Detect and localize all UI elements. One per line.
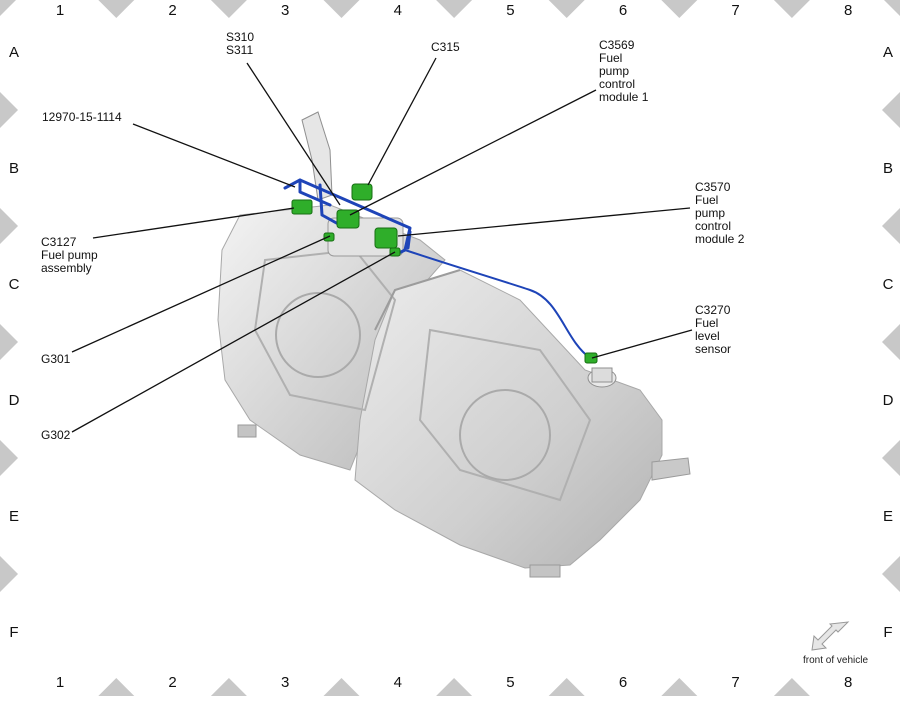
grid-row-label: A (882, 44, 893, 61)
grid-row-label: E (8, 508, 19, 525)
grid-marker (882, 556, 900, 592)
grid-marker (436, 0, 473, 18)
grid-column-label: 1 (55, 2, 65, 19)
grid-row-label: F (883, 624, 893, 641)
grid-column-label: 5 (506, 674, 515, 691)
grid-marker (661, 0, 698, 18)
grid-column-label: 4 (393, 674, 402, 691)
label-c3569: C3569 Fuel pump control module 1 (599, 38, 649, 104)
grid-column-label: 7 (731, 2, 740, 19)
grid-marker (0, 0, 16, 16)
grid-marker (98, 678, 135, 696)
grid-marker (773, 0, 810, 18)
grid-row-label: A (8, 44, 19, 61)
grid-column-label: 6 (618, 674, 628, 691)
label-c3270: C3270 Fuel level sensor (695, 303, 732, 356)
grid-marker (0, 440, 18, 476)
label-g302: G302 (41, 428, 71, 442)
grid-column-label: 5 (506, 2, 515, 19)
grid-column-label: 2 (168, 674, 177, 691)
grid-marker (323, 678, 360, 696)
grid-column-label: 3 (281, 2, 290, 19)
label-g301: G301 (41, 352, 71, 366)
grid-marker (323, 0, 360, 18)
arrow-icon (811, 621, 850, 651)
grid-marker (773, 678, 810, 696)
grid-row-label: C (882, 276, 894, 293)
grid-row-label: B (882, 160, 893, 177)
connector-c3570 (374, 227, 398, 249)
grid-marker (210, 0, 247, 18)
grid-marker (98, 0, 135, 18)
grid-column-label: 8 (844, 2, 853, 19)
grid-marker (661, 678, 698, 696)
grid-row-label: F (9, 624, 19, 641)
grid-marker (548, 678, 585, 696)
connector-c315 (351, 183, 373, 201)
grid-marker (0, 556, 18, 592)
grid-column-label: 6 (618, 2, 628, 19)
label-c3570: C3570 Fuel pump control module 2 (695, 180, 745, 246)
grid-marker (882, 208, 900, 244)
label-splices: S310 S311 (226, 30, 255, 57)
grid-row-label: D (8, 392, 20, 409)
label-c3127: C3127 Fuel pump assembly (41, 235, 98, 275)
grid-marker (436, 678, 473, 696)
grid-column-label: 3 (281, 674, 290, 691)
connector-c3127 (291, 199, 313, 215)
grid-marker (882, 324, 900, 360)
front-of-vehicle-label: front of vehicle (803, 655, 869, 666)
grid-row-label: D (882, 392, 894, 409)
grid-marker (0, 208, 18, 244)
grid-column-label: 1 (55, 674, 65, 691)
connector-c3569 (336, 209, 360, 229)
grid-column-label: 8 (844, 674, 853, 691)
label-part-number: 12970-15-1114 (42, 110, 122, 124)
grid-column-label: 4 (393, 2, 402, 19)
connector-c3270 (584, 352, 598, 364)
connectors (291, 183, 598, 364)
grid-row-label: B (8, 160, 19, 177)
label-c315: C315 (431, 40, 460, 54)
leader-lines (71, 57, 693, 433)
grid-row-label: E (882, 508, 893, 525)
wiring-harness (283, 178, 591, 359)
grid-marker (548, 0, 585, 18)
grid-marker (0, 92, 18, 128)
grid-column-label: 2 (168, 2, 177, 19)
grid-marker (882, 92, 900, 128)
grid-column-label: 7 (731, 674, 740, 691)
grid-marker (0, 324, 18, 360)
fuel-tank (217, 111, 691, 578)
grid-marker (210, 678, 247, 696)
grid-marker (884, 0, 900, 16)
grid-marker (882, 440, 900, 476)
grid-row-label: C (8, 276, 20, 293)
